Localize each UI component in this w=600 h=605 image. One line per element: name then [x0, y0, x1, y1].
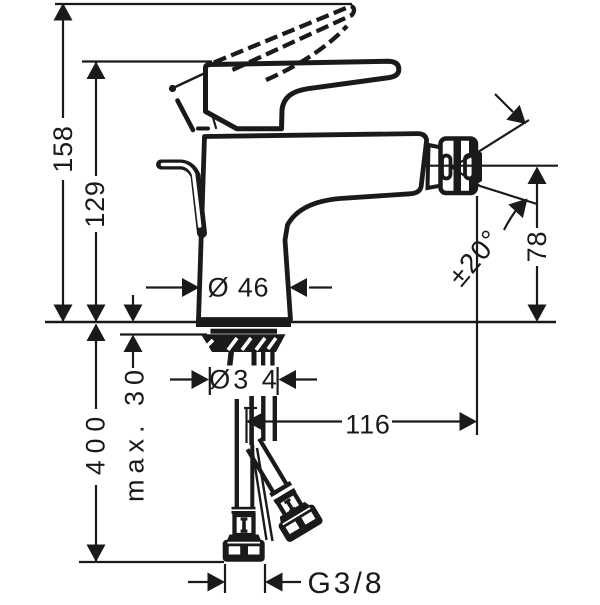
svg-text:116: 116: [345, 410, 390, 440]
svg-text:400: 400: [81, 410, 111, 475]
svg-text:Ø3 4: Ø3 4: [209, 365, 280, 395]
svg-text:Ø 46: Ø 46: [208, 273, 270, 303]
svg-text:158: 158: [48, 125, 78, 172]
svg-text:G3/8: G3/8: [307, 567, 384, 600]
svg-text:max. 30: max. 30: [120, 364, 150, 502]
svg-text:129: 129: [80, 180, 110, 227]
svg-text:78: 78: [522, 231, 552, 263]
